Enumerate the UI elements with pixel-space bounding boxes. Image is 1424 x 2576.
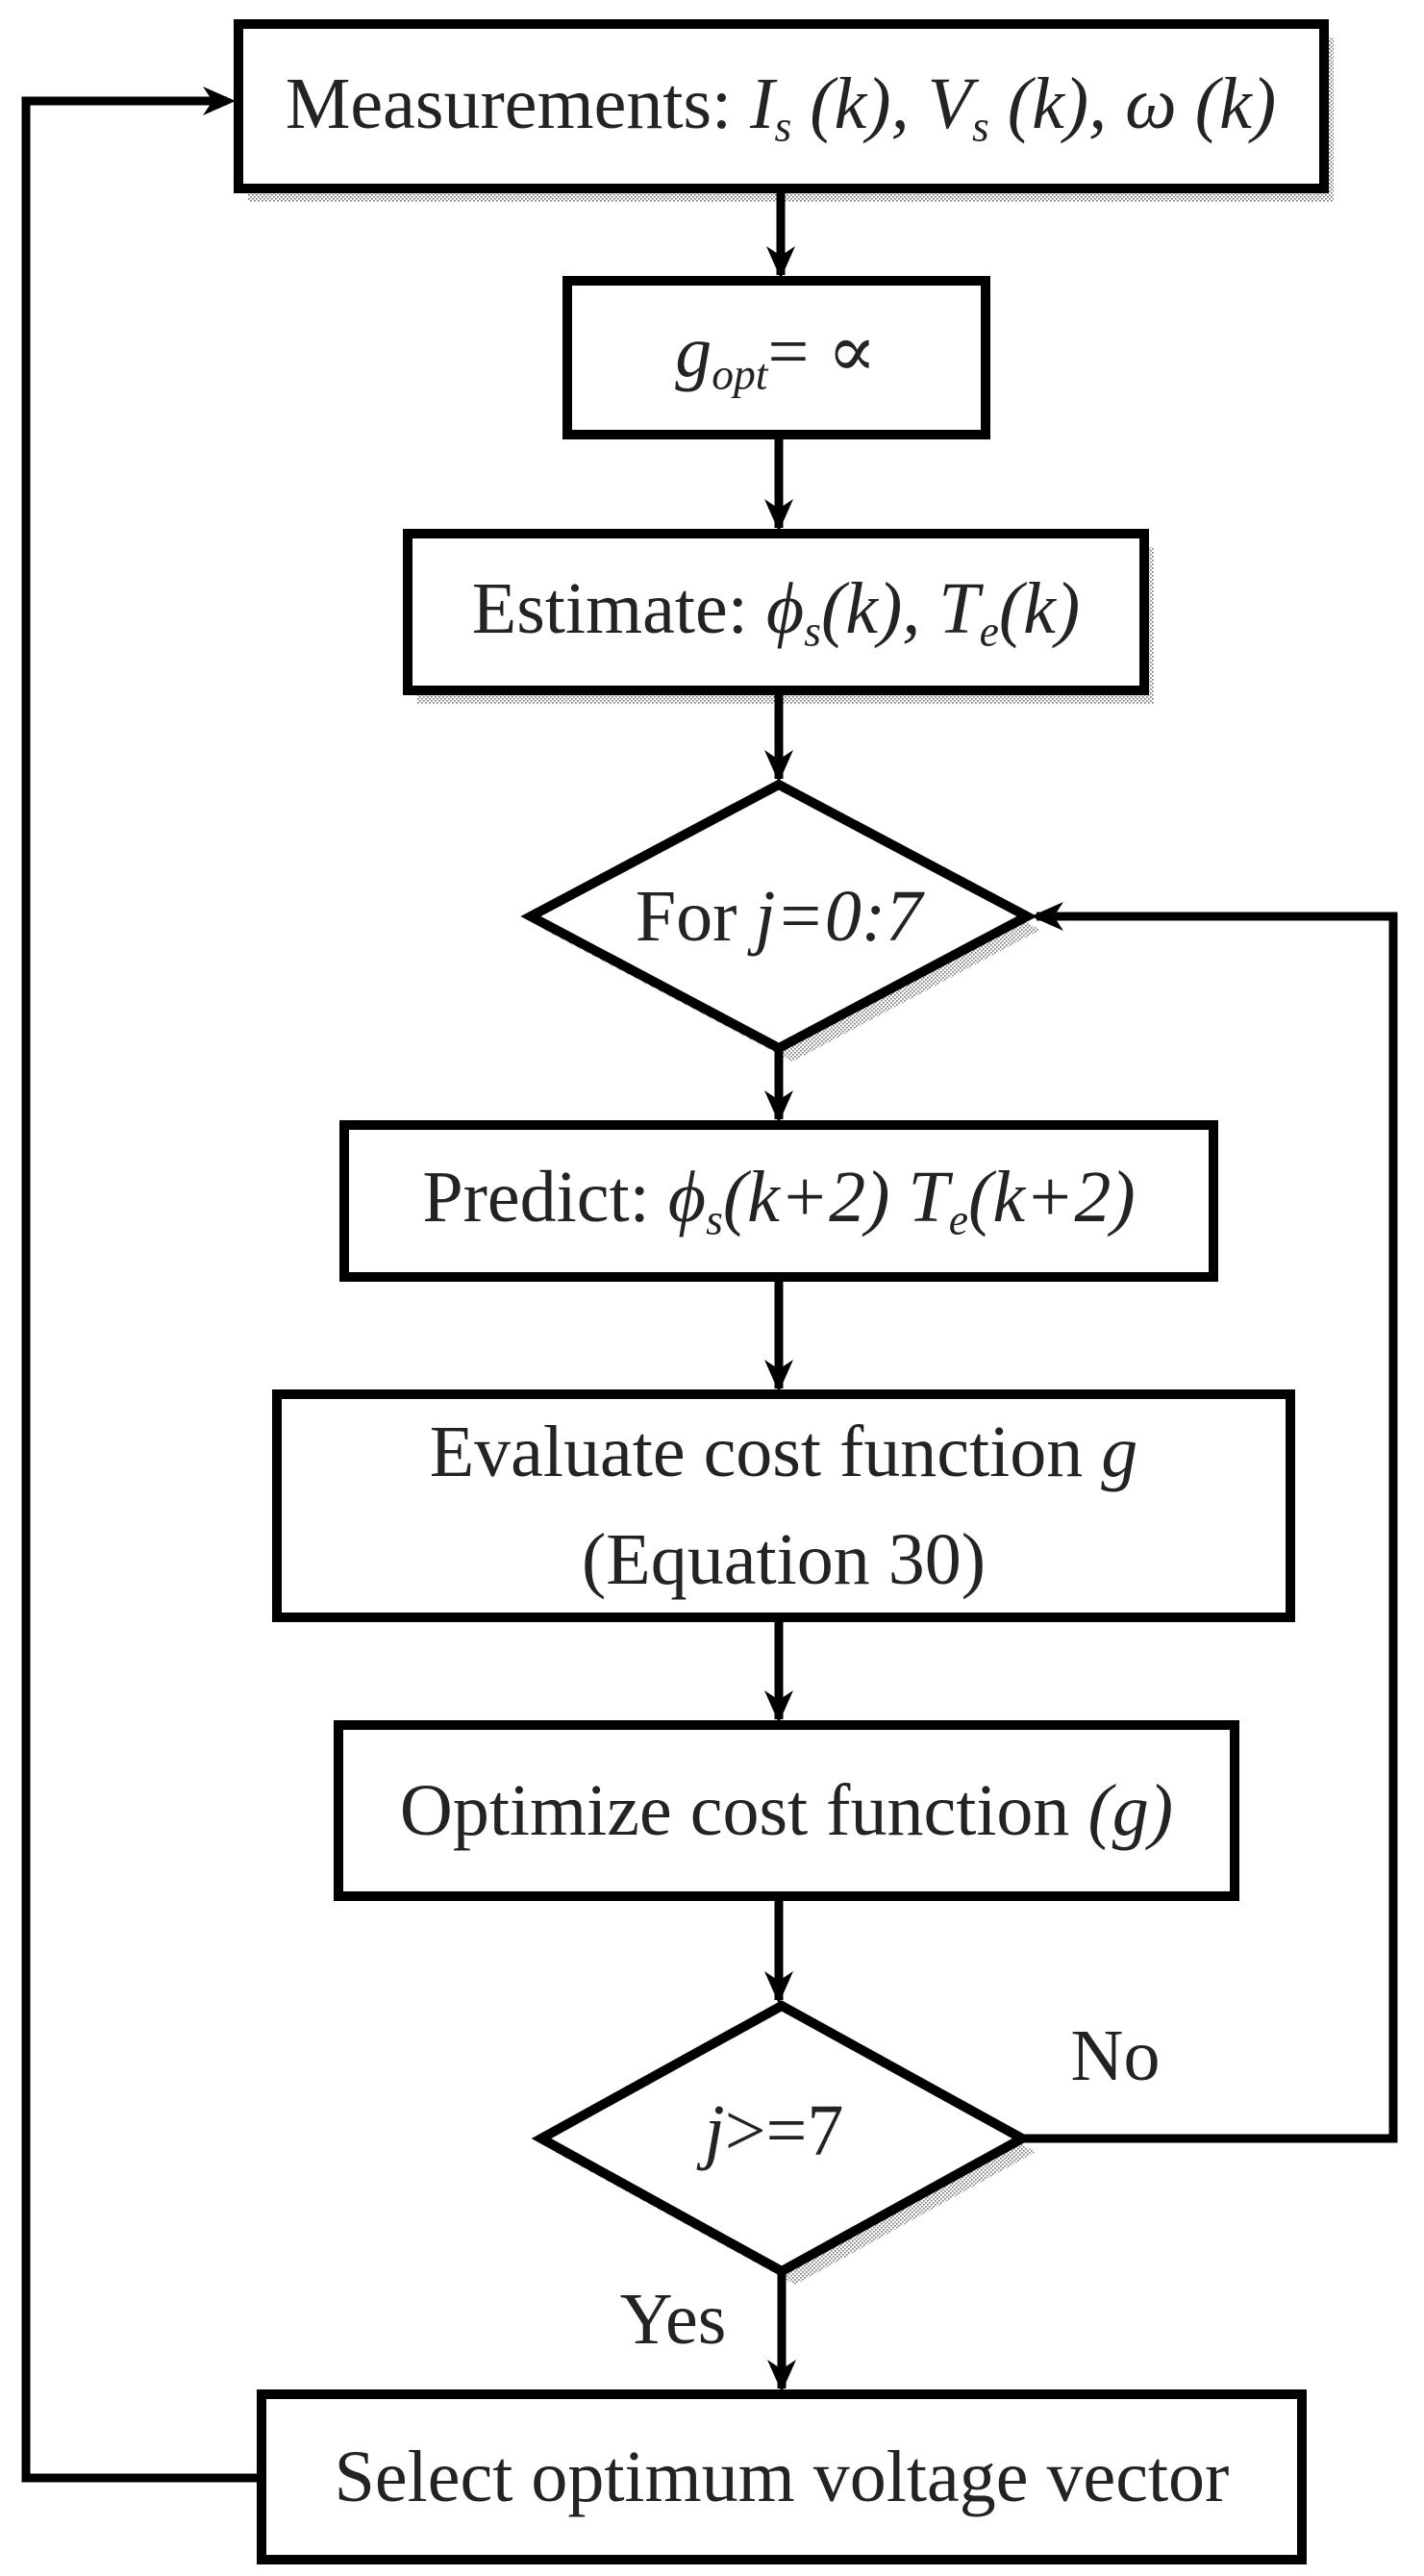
j-check-label: j>=7 [704,2090,844,2171]
evaluate-label-line2: (Equation 30) [581,1519,987,1600]
arrowhead-into-j-check [764,1971,793,2004]
for-loop-label: For j=0:7 [635,876,923,957]
node-layer [234,19,1329,2564]
predict-label: Predict: ϕs(k+2) Te(k+2) [422,1156,1136,1244]
arrowhead-into-init [766,246,795,279]
init-label: gopt= ∝ [675,311,877,399]
branch-label-no: No [1070,2015,1161,2096]
arrowhead-no-loop-into-for [1031,902,1063,931]
arrowhead-into-predict [764,1090,793,1123]
evaluate-box [272,1389,1295,1622]
evaluate-label: Evaluate cost function g (Equation 30) [430,1398,1138,1613]
arrowhead-into-estimate [764,499,793,532]
arrowhead-into-evaluate [764,1360,793,1392]
arrowhead-into-select [767,2360,796,2392]
measurements-label: Measurements: Is (k), Vs (k), ω (k) [285,63,1277,151]
predict-box [339,1120,1218,1282]
evaluate-label-line1: Evaluate cost function g [429,1412,1138,1492]
estimate-label: Estimate: ϕs(k), Te(k) [471,567,1081,656]
arrowhead-into-optimize [764,1690,793,1723]
arrowhead-loop-into-measurements [203,87,236,115]
estimate-box [403,529,1149,695]
select-label: Select optimum voltage vector [334,2437,1230,2517]
init-box [562,276,990,439]
edge-jcheck-for-no-loop [1022,912,1398,2143]
select-box [257,2389,1307,2564]
j-check-diamond [531,2000,1033,2277]
for-diamond [520,779,1037,1054]
edge-select-measurements-loop [21,96,262,2483]
measurements-box [234,19,1329,193]
optimize-box [334,1720,1239,1901]
arrowhead-into-for-diamond [764,750,793,783]
branch-label-yes: Yes [619,2279,727,2360]
arrowhead-layer [203,87,1063,2392]
optimize-label: Optimize cost function (g) [399,1770,1174,1851]
